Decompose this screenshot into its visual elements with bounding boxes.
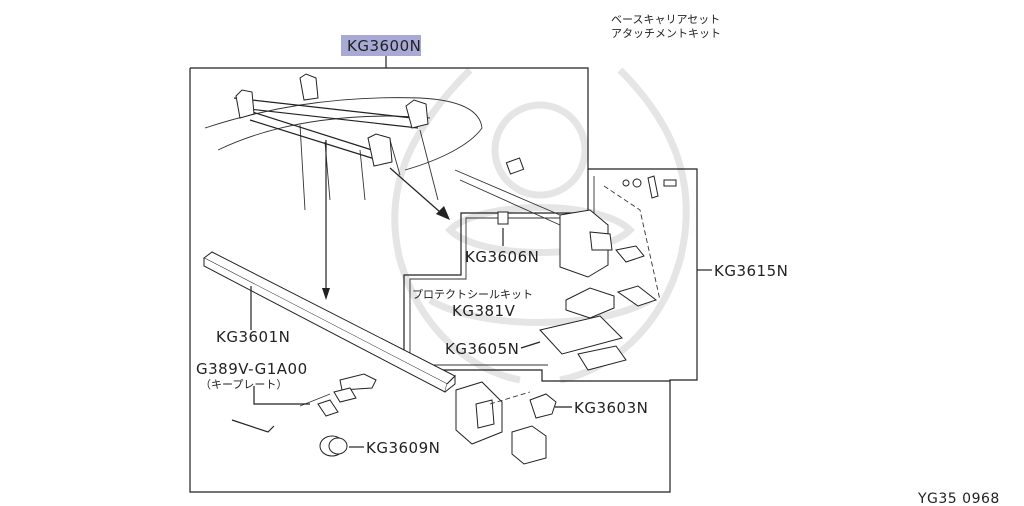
foot-3 — [405, 99, 429, 129]
label-cap: KG3603N — [574, 399, 648, 417]
set-code-highlight — [341, 35, 421, 56]
label-protect-seal-jp: プロテクトシールキット — [412, 288, 533, 301]
label-lock: KG3609N — [366, 439, 440, 457]
set-code-label: KG3600N — [347, 37, 421, 55]
hardware-illustration — [603, 175, 677, 301]
hex-wrench-illustration — [231, 419, 275, 433]
attachment-box — [403, 169, 670, 382]
keys-illustration — [299, 373, 377, 417]
figure-id: YG35 0968 — [917, 491, 1000, 506]
foot-assembly-illustration — [454, 157, 645, 278]
label-protect-seal-code: KG381V — [452, 302, 516, 320]
lock-illustration — [319, 435, 348, 457]
cross-bar-illustration — [203, 251, 456, 393]
watermark-emblem — [391, 67, 690, 384]
label-bracket: KG3606N — [465, 248, 539, 266]
lower-foot-illustration — [455, 381, 557, 465]
main-frame — [189, 67, 698, 493]
protect-seal-illustration — [539, 285, 658, 371]
car-roof-illustration — [204, 97, 483, 211]
foot-4 — [367, 133, 393, 167]
label-cross-bar: KG3601N — [216, 328, 290, 346]
label-key-plate-jp: （キープレート） — [200, 378, 287, 391]
header-jp-line1: ベースキャリアセット — [611, 13, 720, 26]
foot-1 — [235, 89, 255, 119]
label-key-plate-code: G389V-G1A00 — [196, 360, 308, 378]
label-attachment-kit: KG3615N — [714, 262, 788, 280]
header-jp-line2: アタッチメントキット — [611, 27, 721, 40]
label-seal: KG3605N — [445, 340, 519, 358]
foot-2 — [299, 73, 319, 101]
